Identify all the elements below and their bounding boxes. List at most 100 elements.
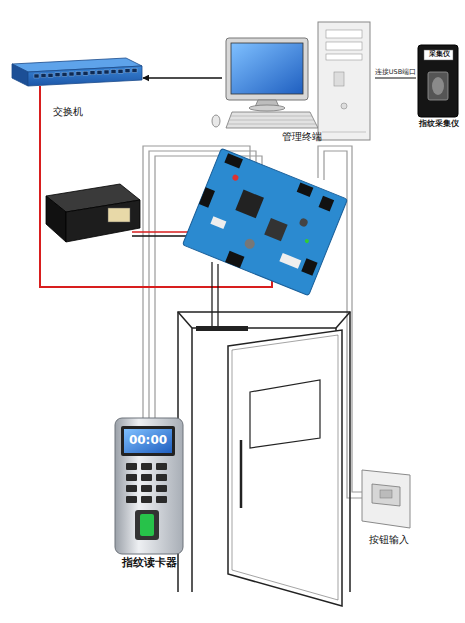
fingerprint-reader: [156, 485, 167, 492]
power-wires: [132, 235, 190, 237]
controller-board: [304, 238, 309, 243]
controller-board: [301, 258, 317, 275]
controller-board: [243, 237, 256, 250]
controller-board: [199, 187, 215, 207]
switch-device: [132, 68, 137, 72]
controller-board: [210, 216, 226, 229]
fingerprint-reader: [124, 429, 172, 453]
fingerprint-reader: [126, 485, 137, 492]
exit-button: [362, 470, 410, 528]
node-label: 采集仪: [420, 51, 459, 58]
controller-board: [224, 153, 243, 168]
controller-board: [298, 217, 308, 227]
door-frame: [178, 312, 192, 328]
power-box: [66, 200, 140, 242]
switch-device: [69, 72, 74, 76]
keyboard: [231, 116, 312, 117]
fingerprint-reader: [156, 474, 167, 481]
fingerprint-collector: [428, 72, 448, 100]
controller-board: [182, 148, 347, 295]
door-leaf: [228, 330, 342, 606]
keyboard: [230, 120, 315, 121]
door-leaf: [240, 440, 243, 508]
keyboard: [212, 112, 318, 128]
switch-device: [76, 72, 81, 76]
terminal-node: 管理终端: [222, 18, 375, 148]
fingerprint-reader: [126, 496, 137, 503]
node-label: 指纹读卡器: [108, 556, 190, 568]
lock-wires: [211, 262, 212, 326]
power-box: [46, 196, 66, 242]
keyboard: [226, 112, 318, 128]
magnetic-lock: [196, 326, 248, 331]
switch-device: [12, 64, 28, 86]
switch-device: [34, 74, 39, 78]
fingerprint-collector: [418, 45, 458, 117]
pc-tower: [326, 42, 362, 50]
pc-tower: [326, 54, 362, 60]
door-leaf: [232, 335, 338, 600]
switch-device: [34, 68, 137, 78]
controller-board: [182, 148, 347, 295]
node-label: 按钮输入: [356, 534, 422, 546]
switch-device: [104, 70, 109, 74]
fingerprint-reader: [140, 514, 154, 536]
monitor: [226, 38, 308, 111]
switch-device: [41, 74, 46, 78]
power-box: [108, 208, 130, 222]
door-frame: [336, 312, 350, 328]
fingerprint-reader: [126, 463, 137, 470]
pc-tower: [326, 30, 362, 38]
switch-device: [62, 72, 67, 76]
switch-device: [111, 70, 116, 74]
lock-wires: [212, 262, 218, 326]
fingerprint-reader: [115, 418, 183, 554]
switch-device: [90, 71, 95, 75]
fingerprint-reader: [115, 418, 183, 554]
fingerprint-reader: [156, 496, 167, 503]
switch-device: [83, 71, 88, 75]
monitor: [226, 38, 308, 100]
node-label: 管理终端: [277, 131, 327, 143]
fingerprint-reader: [135, 510, 159, 540]
controller-board: [279, 253, 301, 269]
controller-board: [225, 251, 244, 268]
button-node: 按钮输入: [356, 465, 422, 550]
switch-device: [97, 70, 102, 74]
collector-node: 采集仪指纹采集仪: [416, 40, 462, 132]
pc-tower: [322, 132, 366, 133]
keyboard: [228, 124, 316, 125]
fingerprint-reader: [141, 496, 152, 503]
switch-device: [28, 66, 142, 86]
fingerprint-collector: [432, 77, 444, 95]
switch-device: [55, 73, 60, 77]
pc-tower: [341, 103, 347, 109]
node-label: 交换机: [5, 106, 131, 118]
monitor: [249, 105, 285, 111]
connector: [375, 78, 416, 79]
exit-button: [362, 470, 410, 528]
controller-board: [264, 218, 287, 241]
connector-label: 连接USB端口: [375, 69, 416, 76]
switch-device: [118, 69, 123, 73]
power-wires: [132, 231, 190, 233]
door-leaf: [250, 380, 320, 448]
switch-device: [125, 69, 130, 73]
fingerprint-reader: [141, 485, 152, 492]
pc-tower: [318, 22, 370, 140]
switch-device: [48, 73, 53, 77]
pc-tower: [334, 72, 344, 86]
fingerprint-reader: [156, 463, 167, 470]
controller-board: [297, 182, 314, 197]
controller-board: [232, 174, 240, 182]
switch-node: 交换机: [5, 52, 143, 122]
fingerprint-reader: [141, 474, 152, 481]
fingerprint-reader: [126, 463, 167, 503]
power-wires: [132, 232, 190, 236]
reader-node: 00:00 指纹读卡器: [108, 414, 190, 572]
lock-wires: [217, 264, 218, 326]
display-clock: 00:00: [124, 434, 172, 448]
